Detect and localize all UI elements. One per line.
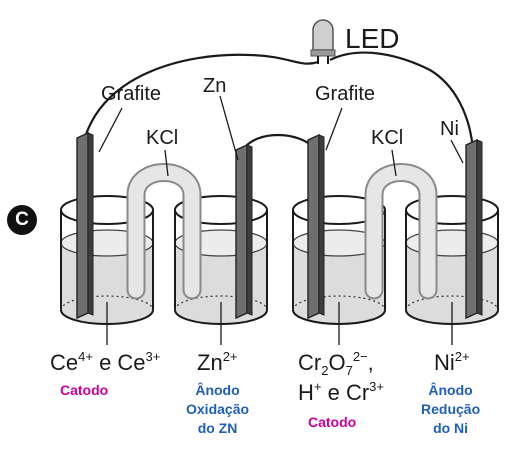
electrode-zn: [235, 143, 253, 320]
annotation-anodo-ni: Ânodo Redução do Ni: [421, 382, 481, 436]
electrode-label-zn: Zn: [203, 75, 227, 97]
led-label: LED: [345, 23, 400, 54]
electrode-grafite-1: [76, 131, 94, 320]
electrode-label-grafite-2: Grafite: [315, 83, 376, 105]
salt-bridge-2: [364, 163, 438, 300]
solution-label-ce: Ce4+ e Ce3+: [50, 349, 161, 375]
option-badge: C: [7, 205, 37, 235]
wire-left: [80, 53, 319, 151]
solution-label-dichromate: Cr2O72−,: [298, 349, 374, 378]
solution-label-zn: Zn2+: [197, 349, 238, 375]
wire-middle: [242, 133, 317, 151]
electrode-label-grafite-1: Grafite: [101, 83, 162, 105]
solution-label-ni: Ni2+: [434, 349, 470, 375]
annotation-catodo-1: Catodo: [60, 382, 109, 398]
wire-right: [329, 51, 475, 151]
annotation-catodo-2: Catodo: [308, 414, 357, 430]
led-icon: [310, 19, 336, 64]
annotation-anodo-zn: Ânodo Oxidação do ZN: [186, 382, 250, 436]
salt-bridge-label-2: KCl: [371, 127, 404, 149]
salt-bridge-label-1: KCl: [146, 127, 179, 149]
electrode-ni: [465, 138, 483, 320]
electrode-label-ni: Ni: [440, 118, 459, 140]
salt-bridge-1: [126, 163, 202, 300]
solution-label-h-cr: H+ e Cr3+: [298, 379, 384, 405]
electrode-grafite-2: [307, 133, 325, 320]
